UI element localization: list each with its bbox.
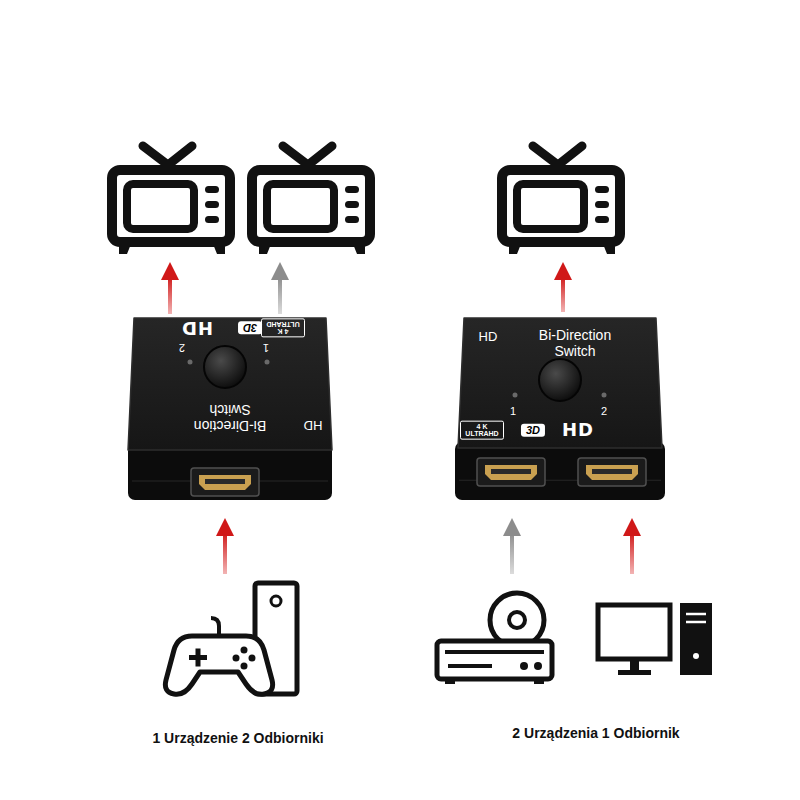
port-number: 1 xyxy=(263,342,269,355)
port-number: 1 xyxy=(510,405,516,418)
badge-4k: 4 K ULTRAHD xyxy=(460,421,504,440)
badge-3d: 3D xyxy=(521,424,545,437)
computer xyxy=(598,603,712,675)
signal-arrow xyxy=(216,518,234,574)
hd-logo: HD xyxy=(181,318,213,339)
led-indicator xyxy=(188,360,193,365)
led-indicator xyxy=(602,393,607,398)
hd-logo: HD xyxy=(562,420,594,441)
badge-3d: 3D xyxy=(238,322,262,335)
signal-arrow xyxy=(623,518,641,574)
signal-arrow xyxy=(503,518,521,574)
tv-icon xyxy=(252,146,370,254)
brand-label: HD xyxy=(479,330,498,345)
top-panel xyxy=(458,318,662,448)
brand-label: HD xyxy=(304,418,323,433)
front-panel xyxy=(455,442,665,500)
caption-text: 1 Urządzenie 2 Odbiorniki xyxy=(152,730,323,746)
device-name: Bi-Direction Switch xyxy=(525,327,625,359)
switch-device: HD Bi-Direction Switch 1 2 4 K ULTRAHD 3D HD xyxy=(452,312,668,504)
switch-device: HD Bi-Direction Switch 1 2 4 K ULTRAHD3D HD xyxy=(122,312,338,504)
top-panel xyxy=(128,318,332,450)
port-number: 2 xyxy=(601,405,607,418)
game-controller xyxy=(165,618,272,694)
tv-icon xyxy=(502,146,620,254)
caption-text: 2 Urządzenia 1 Odbiornik xyxy=(512,725,679,741)
port-number: 2 xyxy=(179,342,185,355)
led-indicator xyxy=(513,393,518,398)
hdmi-port xyxy=(477,458,545,486)
signal-arrow xyxy=(161,262,179,314)
hdmi-port xyxy=(191,468,259,496)
tv-icon xyxy=(112,146,230,254)
led-indicator xyxy=(265,360,270,365)
hdmi-port xyxy=(578,458,646,486)
device-name: Bi-Direction Switch xyxy=(180,402,280,434)
badge-4k: 4 K ULTRAHD xyxy=(261,319,305,338)
signal-arrow xyxy=(271,262,289,314)
front-panel xyxy=(128,444,332,500)
switch-button xyxy=(539,359,581,401)
switch-button xyxy=(204,346,246,388)
signal-arrow xyxy=(554,262,572,312)
dvd-player xyxy=(437,593,552,684)
